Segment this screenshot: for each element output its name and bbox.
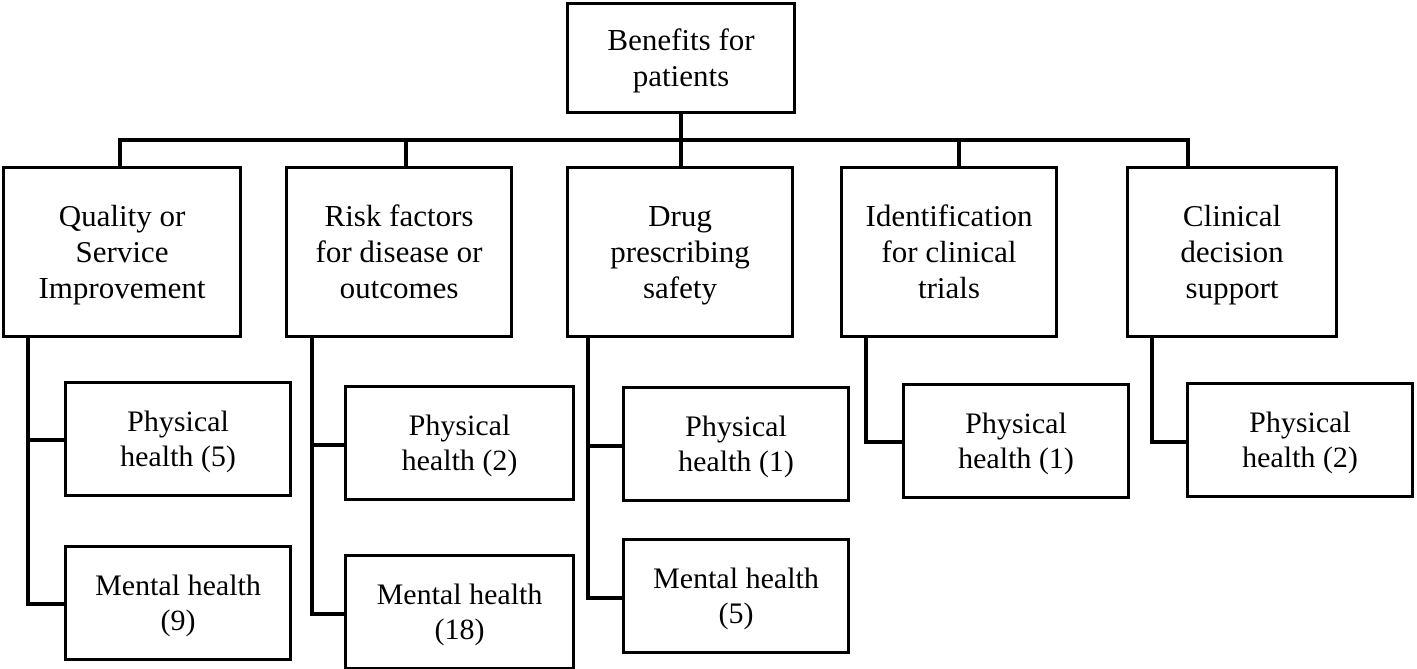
edge-drop-category-3 (679, 138, 683, 168)
edge-trunk-category-4 (864, 338, 868, 444)
edge-drop-category-2 (404, 138, 408, 168)
category-node-risk-factors-for-disease-or-outcomes[interactable]: Risk factors for disease or outcomes (285, 166, 513, 338)
edge-stub-category-1-physical-health (26, 438, 66, 442)
edge-drop-category-1 (118, 138, 122, 168)
leaf-node-identification-for-clinical-trials-physical-health[interactable]: Physical health (1) (902, 383, 1130, 499)
leaf-node-risk-factors-for-disease-or-outcomes-physical-health[interactable]: Physical health (2) (344, 385, 575, 501)
leaf-node-drug-prescribing-safety-mental-health[interactable]: Mental health (5) (622, 538, 850, 654)
leaf-node-quality-or-service-improvement-physical-health[interactable]: Physical health (5) (64, 381, 292, 497)
edge-stub-category-3-mental-health (586, 596, 624, 600)
edge-drop-category-5 (1186, 138, 1190, 168)
edge-stub-category-2-mental-health (310, 612, 346, 616)
edge-trunk-category-5 (1150, 338, 1154, 444)
edge-trunk-category-3 (586, 338, 590, 600)
leaf-node-risk-factors-for-disease-or-outcomes-mental-health[interactable]: Mental health (18) (344, 554, 575, 669)
edge-stub-category-5-physical-health (1150, 440, 1188, 444)
edge-trunk-category-2 (310, 338, 314, 616)
category-node-drug-prescribing-safety[interactable]: Drug prescribing safety (566, 166, 794, 338)
root-node-benefits-for-patients[interactable]: Benefits for patients (566, 2, 796, 114)
edge-stub-category-4-physical-health (864, 440, 904, 444)
edge-stub-category-3-physical-health (586, 444, 624, 448)
category-node-identification-for-clinical-trials[interactable]: Identification for clinical trials (840, 166, 1058, 338)
edge-root-bus (118, 138, 1190, 142)
edge-trunk-category-1 (26, 338, 30, 606)
edge-stub-category-1-mental-health (26, 602, 66, 606)
edge-stub-category-2-physical-health (310, 443, 346, 447)
leaf-node-clinical-decision-support-physical-health[interactable]: Physical health (2) (1186, 382, 1414, 498)
edge-drop-category-4 (957, 138, 961, 168)
edge-root-stem (679, 112, 683, 142)
leaf-node-quality-or-service-improvement-mental-health[interactable]: Mental health (9) (64, 545, 292, 661)
leaf-node-drug-prescribing-safety-physical-health[interactable]: Physical health (1) (622, 386, 850, 502)
category-node-clinical-decision-support[interactable]: Clinical decision support (1126, 166, 1338, 338)
category-node-quality-or-service-improvement[interactable]: Quality or Service Improvement (2, 166, 242, 338)
